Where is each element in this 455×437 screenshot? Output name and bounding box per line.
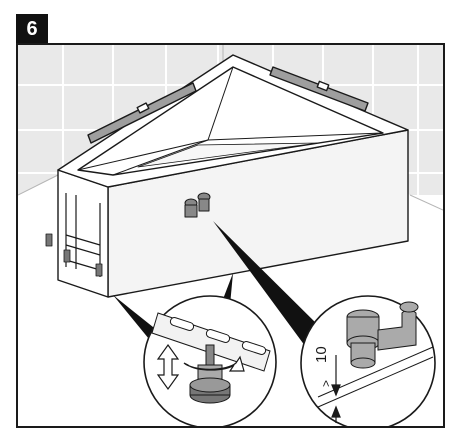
installation-diagram: 10 >	[18, 45, 443, 426]
detail-circle-drain: 10 >	[300, 295, 436, 426]
drain-fitting	[184, 192, 211, 218]
detail-circle-foot	[143, 295, 277, 426]
rotate-arrow-icon	[183, 355, 245, 372]
spirit-level-icon	[269, 66, 369, 112]
step-number-badge: 6	[16, 14, 48, 45]
dimension-arrow-icon	[331, 355, 341, 423]
bathtub	[45, 54, 409, 298]
dimension-min-symbol: >	[319, 380, 333, 387]
step-number: 6	[26, 18, 38, 40]
dimension-label: 10	[313, 346, 330, 363]
illustration-frame: 10 >	[16, 43, 445, 428]
spirit-level-icon	[87, 82, 197, 144]
height-adjust-arrow-icon	[156, 343, 180, 391]
